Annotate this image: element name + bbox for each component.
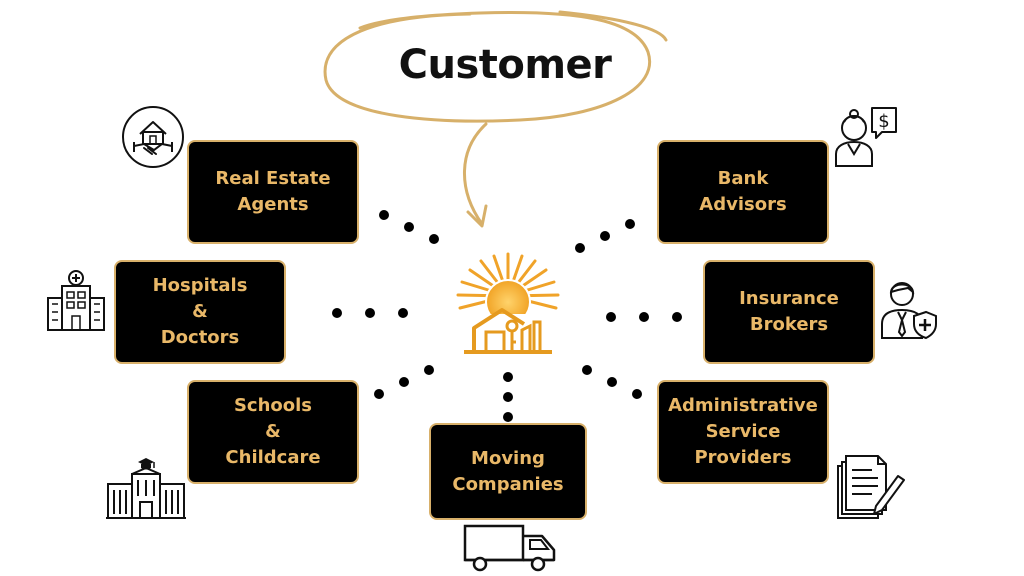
school-building-icon (106, 458, 186, 519)
connector-dot (672, 312, 682, 322)
connector-dot (503, 392, 513, 402)
documents-pen-icon (837, 455, 905, 519)
connector-dot (632, 389, 642, 399)
connector-dot (365, 308, 375, 318)
connector-dot (424, 365, 434, 375)
connector-dot (379, 210, 389, 220)
connector-dot (503, 412, 513, 422)
node-label-line: Doctors (160, 327, 240, 348)
moving-truck-icon (463, 524, 556, 572)
connector-dot (374, 389, 384, 399)
node-schools-childcare: Schools & Childcare (187, 380, 359, 484)
connector-dot (404, 222, 414, 232)
node-moving-companies: Moving Companies (429, 423, 587, 520)
house-handshake-icon (122, 106, 184, 168)
connector-dot (607, 377, 617, 387)
node-bank-advisors: Bank Advisors (657, 140, 829, 244)
connector-dot (503, 372, 513, 382)
bank-advisor-icon: $ (835, 107, 897, 167)
connector-dot (429, 234, 439, 244)
connector-dot (582, 365, 592, 375)
node-label-line: Hospitals (152, 275, 248, 296)
title-ellipse (323, 11, 652, 123)
connector-dot (575, 243, 585, 253)
node-label-line: Service (705, 421, 781, 442)
node-label-line: & (192, 301, 208, 322)
node-label-line: Real Estate (215, 168, 331, 189)
node-administrative-service-providers: Administrative Service Providers (657, 380, 829, 484)
node-label-line: Childcare (225, 447, 321, 468)
connector-dot (332, 308, 342, 318)
node-label-line: Bank (717, 168, 769, 189)
connector-dot (399, 377, 409, 387)
node-label-line: Agents (237, 194, 309, 215)
node-label-line: & (265, 421, 281, 442)
connector-dot (639, 312, 649, 322)
node-hospitals-doctors: Hospitals & Doctors (114, 260, 286, 364)
connector-dot (398, 308, 408, 318)
node-label-line: Insurance (739, 288, 839, 309)
node-label-line: Companies (452, 473, 564, 495)
svg-text:$: $ (878, 111, 889, 132)
connector-dot (606, 312, 616, 322)
hospital-building-icon (47, 270, 105, 331)
node-label-line: Providers (694, 447, 792, 468)
node-label-line: Advisors (699, 194, 787, 215)
node-real-estate-agents: Real Estate Agents (187, 140, 359, 244)
insurance-broker-icon (881, 282, 937, 340)
connector-dot (600, 231, 610, 241)
connector-dot (625, 219, 635, 229)
title-ellipse-tail (558, 10, 668, 42)
node-label-line: Moving (471, 447, 545, 469)
node-insurance-brokers: Insurance Brokers (703, 260, 875, 364)
node-label-line: Brokers (749, 314, 829, 335)
diagram-title: Customer (398, 42, 612, 88)
house-with-sun-icon (456, 252, 560, 354)
node-label-line: Administrative (668, 395, 818, 416)
node-label-line: Schools (233, 395, 313, 416)
pointer-arrow-line (463, 122, 488, 226)
pointer-arrowhead (466, 204, 488, 228)
